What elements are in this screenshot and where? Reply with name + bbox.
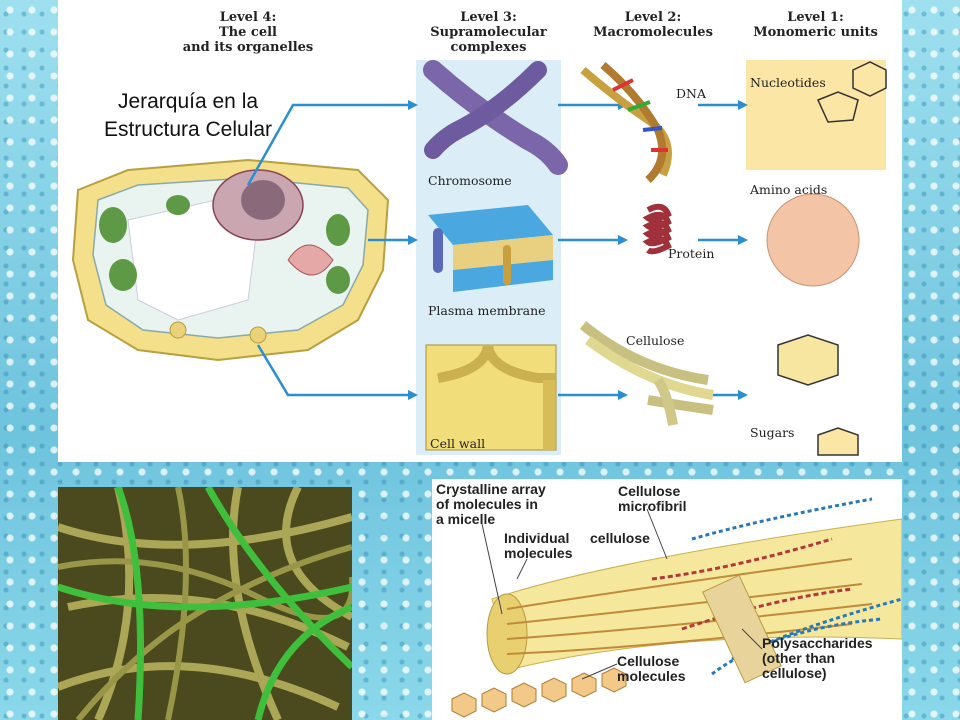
dna-label: DNA: [676, 86, 706, 101]
plasma-membrane-label: Plasma membrane: [428, 303, 546, 318]
cellulose-label: Cellulose: [626, 333, 685, 348]
protein-label: Protein: [668, 246, 715, 261]
cellulose-word-label: cellulose: [590, 530, 650, 546]
level3-heading: Level 3: Supramolecular complexes: [430, 10, 547, 55]
nucleotide-panel: [746, 60, 886, 170]
crystalline-array-label: Crystalline array of molecules in a mice…: [436, 481, 546, 527]
micrograph-image: [58, 487, 352, 720]
level2-heading: Level 2: Macromolecules: [593, 10, 713, 40]
level4-heading: Level 4: The cell and its organelles: [182, 10, 314, 55]
cell-wall-label: Cell wall: [430, 436, 486, 451]
arrow-heads: [408, 100, 748, 400]
polysaccharides-label: Polysaccharides (other than cellulose): [762, 635, 873, 681]
sugars-label: Sugars: [750, 425, 795, 440]
dna-helix-illustration: [580, 61, 672, 183]
figure-artwork: [71, 60, 887, 456]
cellulose-molecules-label: Cellulose molecules: [617, 653, 686, 684]
protein-coil-illustration: [642, 203, 672, 255]
level1-heading: Level 1: Monomeric units: [753, 10, 878, 40]
cellulose-microfibril-diagram: Crystalline array of molecules in a mice…: [432, 479, 902, 720]
cellulose-microfibril-label: Cellulose microfibril: [618, 483, 687, 514]
nucleotide-structure: [816, 61, 887, 123]
microfibril-artwork: [451, 497, 902, 718]
chromosome-label: Chromosome: [428, 173, 512, 188]
cell-wall-illustration: [425, 344, 557, 451]
nucleotides-label: Nucleotides: [750, 75, 826, 90]
sugar-ring-structure: [777, 334, 859, 456]
chromosome-illustration: [423, 60, 568, 175]
amino-acid-sphere: [766, 193, 860, 287]
slide-title: Jerarquía en la Estructura Celular: [103, 90, 273, 141]
cell-hierarchy-figure: Jerarquía en la Estructura Celular Level…: [58, 0, 902, 462]
plant-cell-illustration: [71, 158, 390, 362]
amino-acids-label: Amino acids: [750, 182, 828, 197]
cellulose-fiber-micrograph: [58, 487, 352, 720]
individual-molecules-label: Individual molecules: [504, 530, 573, 561]
plasma-membrane-illustration: [428, 205, 553, 292]
cellulose-fiber-illustration: [579, 321, 714, 426]
